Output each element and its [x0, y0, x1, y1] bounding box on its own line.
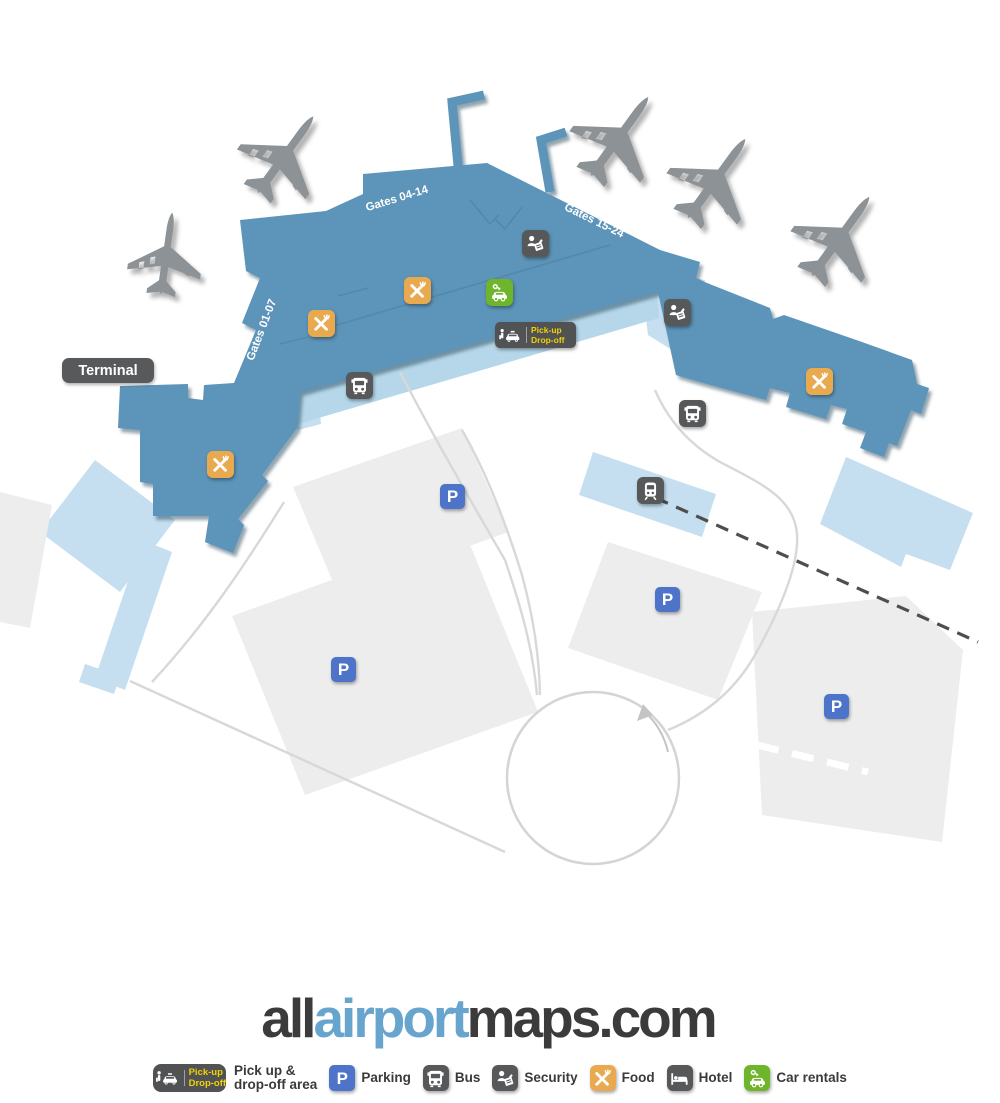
parking-icon[interactable]: P	[331, 657, 356, 682]
parking-icon[interactable]: P	[824, 694, 849, 719]
parking-letter: P	[337, 660, 350, 679]
food-icon	[589, 1065, 616, 1092]
parking-structure-2	[232, 532, 538, 795]
airplane-icon	[127, 212, 201, 298]
parking-buildings	[0, 428, 963, 842]
terminal-interior-lines	[279, 199, 611, 345]
pickup-dropoff-text: Pick-up Drop-off	[531, 325, 565, 345]
food-icon[interactable]	[806, 368, 833, 395]
legend-pickup-label-line1: Pick up &	[234, 1063, 296, 1078]
divider	[526, 327, 527, 343]
legend-food-label: Food	[621, 1070, 655, 1086]
logo-part-airport: airport	[313, 987, 469, 1049]
roundabout-arrow	[637, 704, 669, 753]
airplanes	[127, 96, 870, 298]
hotel-icon	[666, 1065, 693, 1092]
car-rentals-icon	[744, 1065, 771, 1092]
terminal-label: Terminal	[62, 358, 154, 383]
parking-icon[interactable]: P	[655, 587, 680, 612]
bus-icon	[422, 1065, 449, 1092]
airplane-icon	[236, 116, 314, 204]
logo-part-all: all	[261, 987, 316, 1049]
airplane-icon	[790, 196, 870, 287]
security-icon[interactable]	[664, 299, 691, 326]
parking-letter: P	[661, 590, 674, 609]
security-icon[interactable]	[522, 230, 549, 257]
legend-pickup-badge: Pick-up Drop-off	[153, 1064, 227, 1093]
airport-map-canvas	[0, 90, 979, 866]
bus-icon[interactable]	[346, 372, 373, 399]
legend-bus-label: Bus	[454, 1070, 481, 1086]
legend-pickup-label-line2: drop-off area	[234, 1077, 318, 1093]
legend-hotel-label: Hotel	[698, 1070, 733, 1086]
food-icon[interactable]	[207, 451, 234, 478]
pickup-dropoff-icon	[498, 327, 524, 344]
parking-icon[interactable]: P	[440, 484, 465, 509]
roundabout	[505, 690, 681, 866]
train-icon[interactable]	[637, 477, 664, 504]
map-legend: Pick-up Drop-off Pick up & drop-off area…	[0, 1063, 1000, 1093]
legend-parking-label: Parking	[361, 1070, 411, 1086]
airplane-icon	[666, 138, 746, 229]
logo-part-maps: maps.com	[466, 987, 718, 1049]
legend-car-rentals-label: Car rentals	[776, 1070, 847, 1086]
dropoff-line: Drop-off	[531, 335, 565, 345]
divider	[183, 1070, 185, 1087]
legend-pickup-label: Pick up & drop-off area	[234, 1063, 318, 1093]
parking-letter: P	[830, 697, 843, 716]
airplane-icon	[569, 96, 649, 187]
pickup-dropoff-badge[interactable]: Pick-up Drop-off	[495, 322, 576, 348]
car-rentals-icon[interactable]	[486, 279, 513, 306]
security-icon	[492, 1065, 519, 1092]
terminal-building	[118, 90, 929, 553]
food-icon[interactable]	[308, 310, 335, 337]
pickup-line: Pick-up	[188, 1066, 223, 1078]
parking-letter: P	[446, 487, 459, 506]
railway-line	[655, 496, 979, 644]
legend-pickup-text: Pick-up Drop-off	[189, 1067, 226, 1090]
food-icon[interactable]	[404, 277, 431, 304]
parking-letter: P	[336, 1068, 348, 1088]
dropoff-line: Drop-off	[188, 1078, 227, 1090]
parking-lane-marking	[756, 741, 869, 776]
parking-icon: P	[329, 1065, 356, 1092]
bus-icon[interactable]	[679, 400, 706, 427]
pickup-dropoff-icon	[155, 1069, 182, 1087]
pickup-line: Pick-up	[531, 324, 562, 335]
jet-bridges	[447, 90, 568, 193]
legend-security-label: Security	[524, 1070, 578, 1086]
roads	[129, 371, 799, 854]
parking-structure-3	[568, 542, 762, 700]
site-logo[interactable]: allairportmaps.com	[0, 986, 988, 1050]
parking-structure-4	[752, 596, 963, 842]
